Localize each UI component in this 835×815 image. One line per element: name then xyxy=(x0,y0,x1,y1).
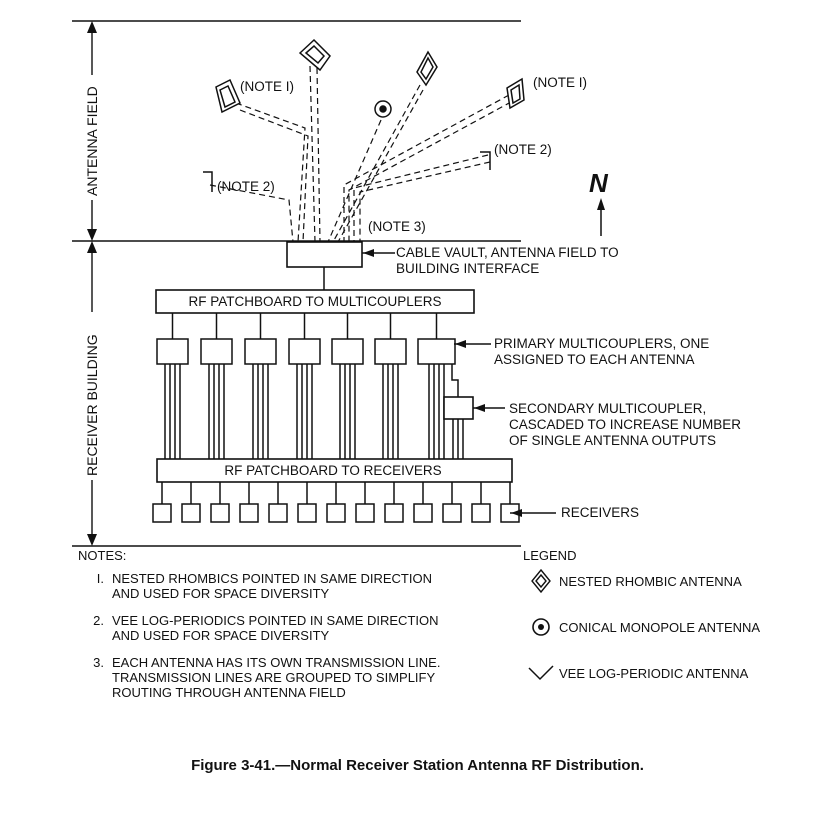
vee-icon xyxy=(523,664,559,682)
primary-multicoupler xyxy=(244,338,277,365)
note2-right-label: (NOTE 2) xyxy=(494,142,552,157)
receiver-box xyxy=(442,503,462,523)
rhombic-antenna-top xyxy=(298,38,331,72)
vee-marker-right xyxy=(480,151,491,170)
secondary-callout-1: SECONDARY MULTICOUPLER, xyxy=(509,401,706,416)
monopole-icon xyxy=(523,616,559,638)
receivers xyxy=(152,482,520,523)
secondary-feed-line xyxy=(451,364,459,397)
receiver-box xyxy=(326,503,346,523)
notes-section: NOTES: I. NESTED RHOMBICS POINTED IN SAM… xyxy=(78,548,508,712)
receiver-box xyxy=(152,503,172,523)
note-text: NESTED RHOMBICS POINTED IN SAME DIRECTIO… xyxy=(112,571,432,601)
note1-right-label: (NOTE I) xyxy=(533,75,587,90)
antenna-field-label: ANTENNA FIELD xyxy=(84,86,100,196)
legend-item-vee: VEE LOG-PERIODIC ANTENNA xyxy=(523,661,823,685)
rhombic-antenna-left xyxy=(215,78,241,114)
north-arrow: N xyxy=(589,168,609,236)
primary-multicoupler xyxy=(374,338,407,365)
primary-multicouplers xyxy=(156,313,464,459)
note-item: 3. EACH ANTENNA HAS ITS OWN TRANSMISSION… xyxy=(78,655,508,700)
legend-label-rhombic: NESTED RHOMBIC ANTENNA xyxy=(559,573,742,589)
receiver-building-label: RECEIVER BUILDING xyxy=(84,334,100,476)
primary-multicoupler xyxy=(331,338,364,365)
cable-vault-label-1: CABLE VAULT, ANTENNA FIELD TO xyxy=(396,245,619,260)
mc-patchboard-label: RF PATCHBOARD TO MULTICOUPLERS xyxy=(188,294,441,309)
receiver-box xyxy=(181,503,201,523)
note1-left-label: (NOTE I) xyxy=(240,79,294,94)
notes-heading: NOTES: xyxy=(78,548,127,563)
note-number: 3. xyxy=(93,655,104,670)
primary-callout-1: PRIMARY MULTICOUPLERS, ONE xyxy=(494,336,709,351)
rx-patchboard-label: RF PATCHBOARD TO RECEIVERS xyxy=(224,463,441,478)
receiver-box xyxy=(384,503,404,523)
legend-label-vee: VEE LOG-PERIODIC ANTENNA xyxy=(559,665,749,681)
secondary-callout-3: OF SINGLE ANTENNA OUTPUTS xyxy=(509,433,716,448)
primary-multicoupler xyxy=(200,338,233,365)
conical-monopole-antenna xyxy=(374,100,392,118)
transmission-lines xyxy=(209,65,512,243)
rhombic-antenna-upper-right xyxy=(416,50,438,87)
note2-left-label: (NOTE 2) xyxy=(217,179,275,194)
mc-patchboard-box xyxy=(155,289,475,314)
secondary-multicoupler xyxy=(443,396,474,420)
receiver-box xyxy=(471,503,491,523)
receivers-callout: RECEIVERS xyxy=(561,505,639,520)
legend-heading: LEGEND xyxy=(523,548,577,563)
primary-multicoupler xyxy=(156,338,189,365)
rhombic-icon xyxy=(523,568,559,594)
note-number: 2. xyxy=(93,613,104,628)
note-text: VEE LOG-PERIODICS POINTED IN SAME DIRECT… xyxy=(112,613,439,643)
north-symbol: N xyxy=(589,168,609,198)
figure-caption: Figure 3-41.—Normal Receiver Station Ant… xyxy=(191,757,644,774)
note3-label: (NOTE 3) xyxy=(368,219,426,234)
receiver-box xyxy=(413,503,433,523)
primary-callout-2: ASSIGNED TO EACH ANTENNA xyxy=(494,352,695,367)
cable-vault-box xyxy=(286,241,363,268)
note-text: EACH ANTENNA HAS ITS OWN TRANSMISSION LI… xyxy=(112,655,441,700)
receiver-box xyxy=(239,503,259,523)
receiver-box xyxy=(210,503,230,523)
legend-label-monopole: CONICAL MONOPOLE ANTENNA xyxy=(559,619,761,635)
legend-item-monopole: CONICAL MONOPOLE ANTENNA xyxy=(523,615,823,639)
receiver-box xyxy=(297,503,317,523)
primary-multicoupler xyxy=(288,338,321,365)
note-item: 2. VEE LOG-PERIODICS POINTED IN SAME DIR… xyxy=(78,613,508,643)
legend-item-rhombic: NESTED RHOMBIC ANTENNA xyxy=(523,568,823,594)
primary-multicoupler xyxy=(417,338,456,365)
note-item: I. NESTED RHOMBICS POINTED IN SAME DIREC… xyxy=(78,571,508,601)
secondary-callout-2: CASCADED TO INCREASE NUMBER xyxy=(509,417,741,432)
vee-marker-left xyxy=(203,171,213,192)
legend: LEGEND NESTED RHOMBIC ANTENNA CONICAL MO… xyxy=(523,548,823,707)
note-number: I. xyxy=(96,571,104,586)
cable-vault-label-2: BUILDING INTERFACE xyxy=(396,261,539,276)
rx-patchboard-box xyxy=(156,458,513,483)
vee-log-periodic-antenna-right xyxy=(506,77,525,110)
receiver-box xyxy=(355,503,375,523)
receiver-box xyxy=(268,503,288,523)
